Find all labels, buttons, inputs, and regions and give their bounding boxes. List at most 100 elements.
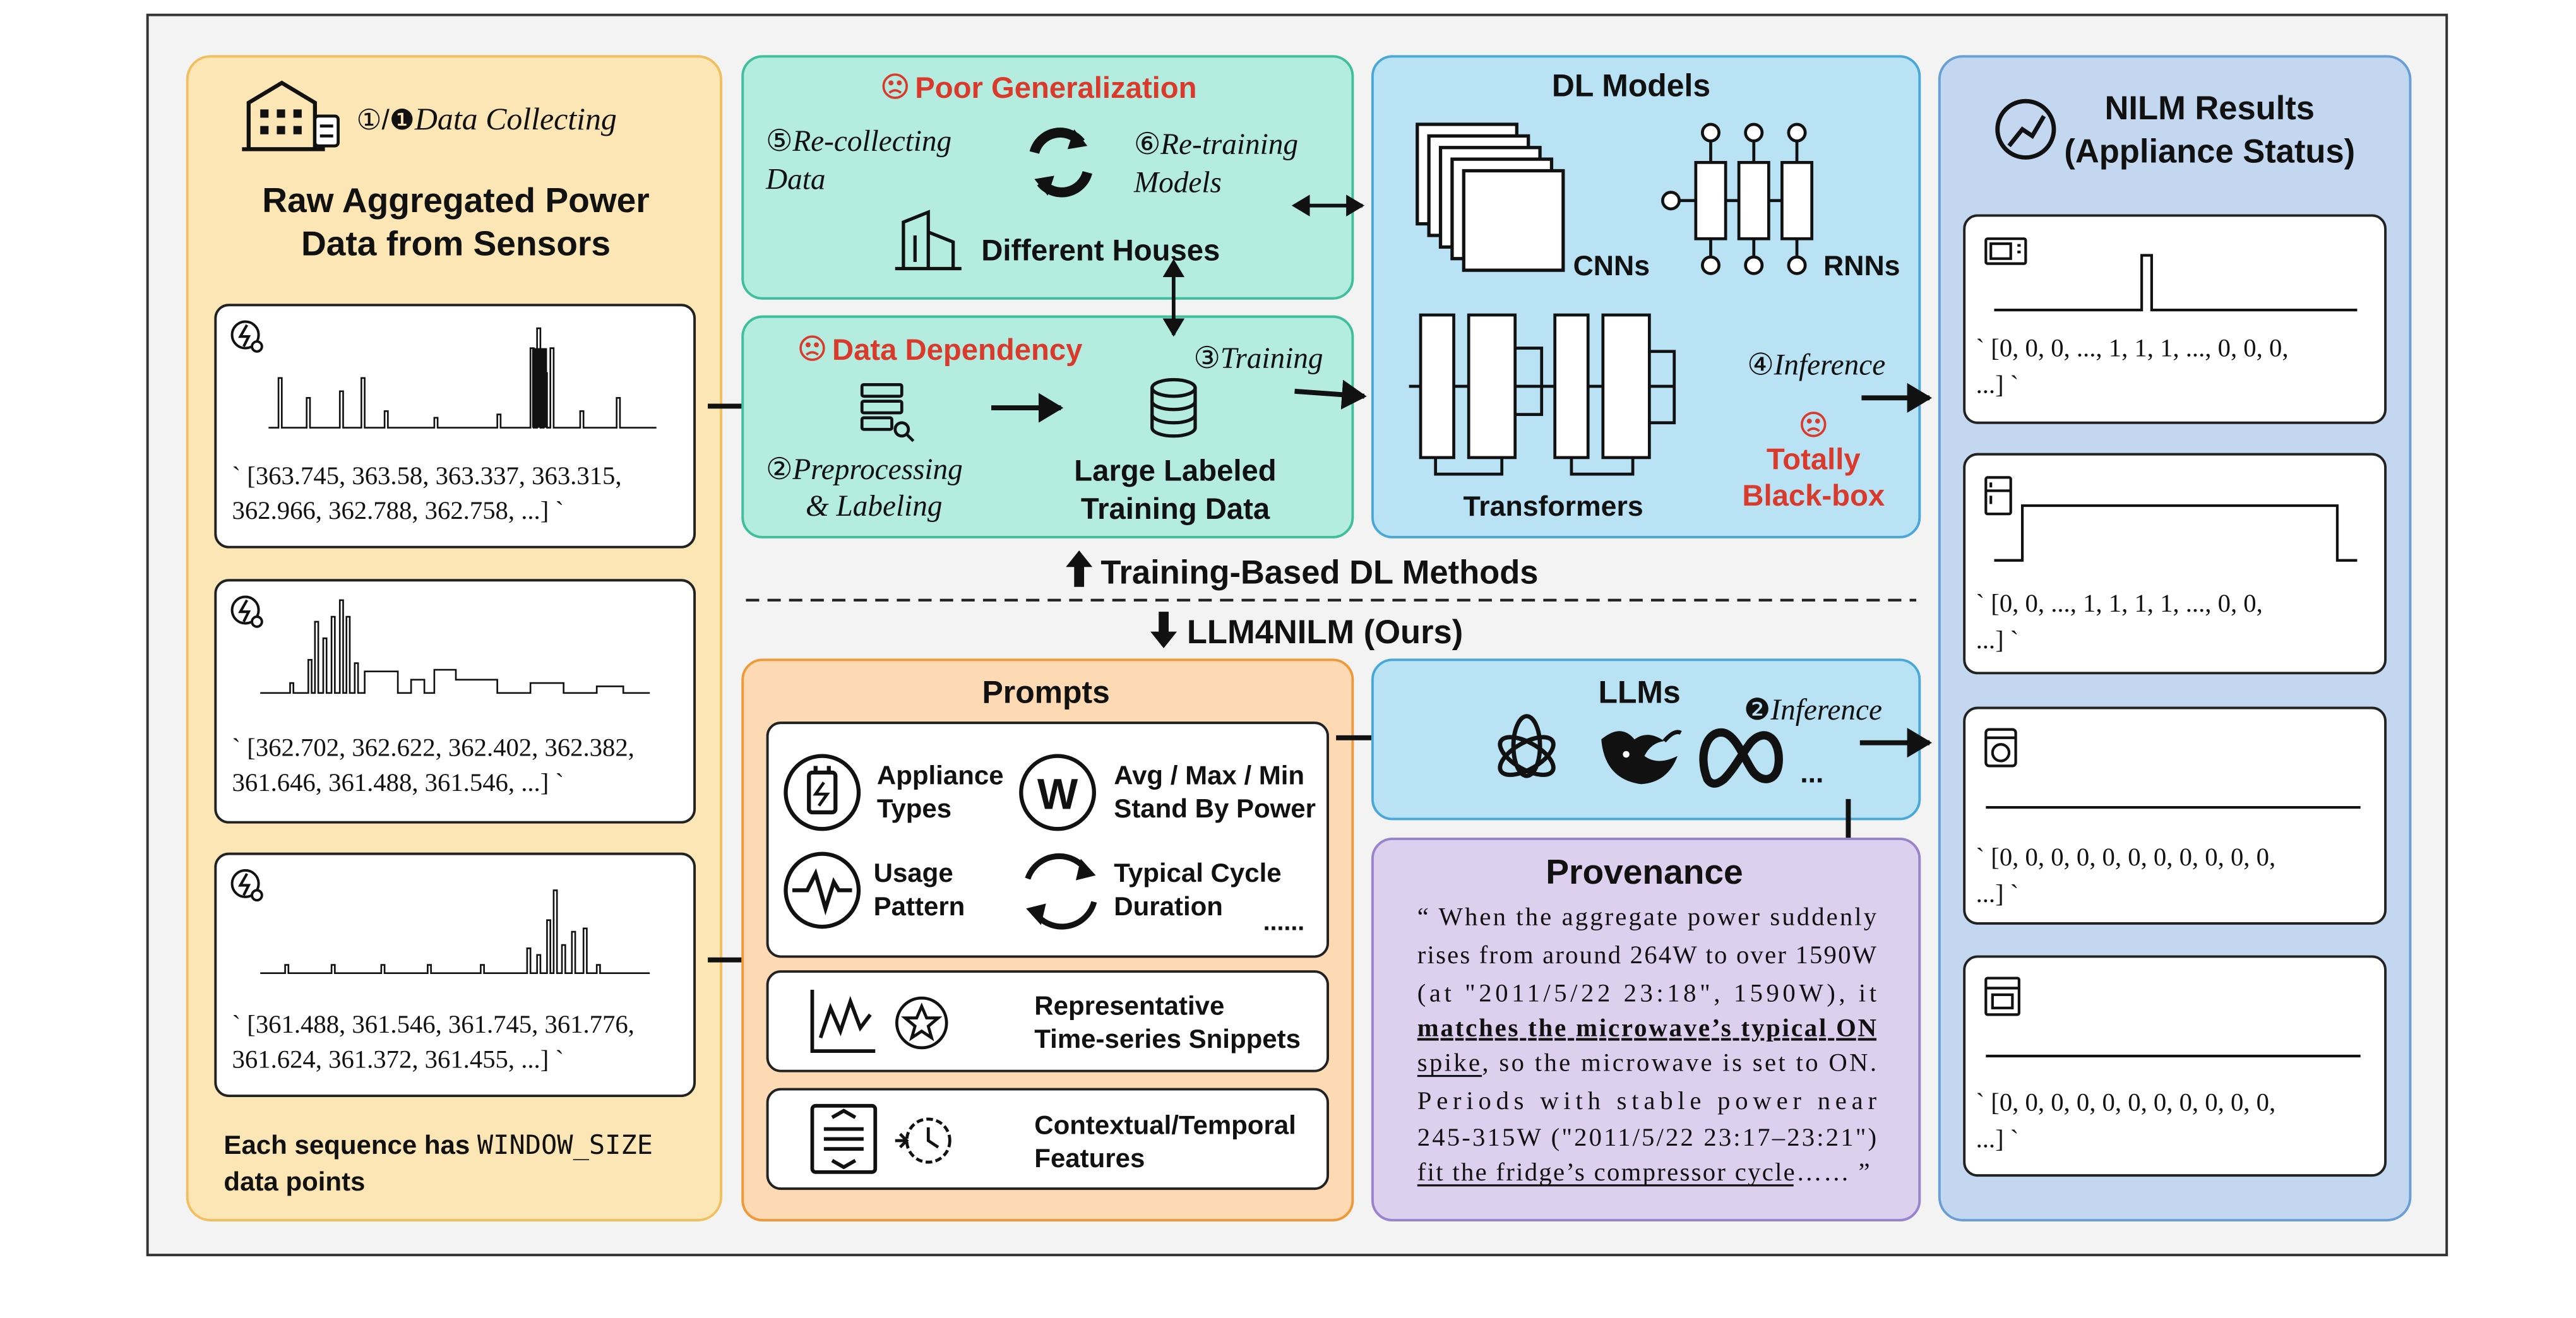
provenance-line: Periods with stable power near [1417,1086,1877,1115]
llms-more: ... [1800,758,1823,789]
sensor-panel: ①/❶Data Collecting Raw Aggregated Power … [186,55,723,1222]
cnns-label: CNNs [1573,251,1650,282]
provenance-title: Provenance [1546,852,1743,891]
sequence-card: ` [363.745, 363.58, 363.337, 363.315, 36… [214,304,696,549]
sad-face-icon [882,73,908,99]
training-based-label: Training-Based DL Methods [1100,554,1538,591]
watt-circle-icon: W [1019,754,1096,831]
large-labeled-data-line1: Large Labeled [1074,454,1276,488]
prompt-usage-pattern-line2: Pattern [874,891,965,921]
sequence-line2: 361.646, 361.488, 361.546, ...] ` [232,768,564,797]
prompt-snippets-line2: Time-series Snippets [1034,1024,1301,1054]
results-title-line1: NILM Results [2105,90,2315,127]
window-size-note: Each sequence has WINDOW_SIZE [224,1129,653,1160]
deepseek-logo-icon [1601,730,1682,785]
problem-poor-generalization: Poor Generalization [915,71,1196,105]
problem-black-box-line2: Black-box [1742,479,1885,513]
battery-plug-icon [784,754,861,831]
gauge-icon [1995,98,2056,160]
prompt-standby-power: Avg / Max / Min [1114,760,1304,790]
prompt-standby-power-line2: Stand By Power [1114,793,1316,823]
appliance-result-card: ` [0, 0, 0, 0, 0, 0, 0, 0, 0, 0, 0, ...]… [1963,706,2387,925]
dependency-panel: Data Dependency ③Training ②Preprocessing… [741,315,1354,538]
step-retraining-models: ⑥Re-training [1134,128,1298,161]
lightning-icon [230,595,263,628]
problem-data-dependency: Data Dependency [832,333,1083,367]
prompt-snippets-line1: Representative [1034,990,1224,1020]
washer-icon [1984,728,2017,768]
provenance-line: fit the fridge’s compressor cycle…… ” [1417,1158,1870,1186]
meta-logo-icon [1699,728,1783,788]
sad-face-icon [1801,412,1827,437]
sensors-title-line2: Data from Sensors [301,223,611,263]
appliance-result-card: ` [0, 0, 0, 0, 0, 0, 0, 0, 0, 0, 0, ...]… [1963,955,2387,1177]
step-preprocessing-line2: & Labeling [806,490,943,523]
data-collecting-step: ①/❶Data Collecting [356,102,616,136]
transformer-blocks [1409,313,1676,476]
refresh-cycle-icon [1029,128,1092,198]
house-icon [895,210,962,271]
prompts-title: Prompts [982,675,1110,710]
provenance-line: (at "2011/5/22 23:18", 1590W), it [1417,978,1877,1007]
status-line1: ` [0, 0, ..., 1, 1, 1, 1, ..., 0, 0, [1976,589,2263,617]
sequence-card: ` [362.702, 362.622, 362.402, 362.382, 3… [214,579,696,824]
prompt-appliance-types: Appliance [877,760,1004,790]
status-waveform [1994,504,2358,562]
prompt-cycle-duration: Typical Cycle [1114,858,1281,888]
status-line2: ...] ` [1976,626,2019,654]
status-line1: ` [0, 0, 0, 0, 0, 0, 0, 0, 0, 0, 0, [1976,1088,2276,1117]
results-panel: NILM Results (Appliance Status) ` [0, 0,… [1938,55,2412,1222]
status-line1: ` [0, 0, 0, 0, 0, 0, 0, 0, 0, 0, 0, [1976,843,2276,871]
building-icon [242,80,325,151]
prompt-knowledge-card [766,721,1329,958]
provenance-panel: Provenance “ When the aggregate power su… [1371,837,1921,1222]
power-waveform [260,599,650,694]
llm4nilm-label: LLM4NILM (Ours) [1187,614,1463,651]
step-training: ③Training [1193,342,1323,375]
prompts-panel: Prompts Appliance Types W Avg / Max / Mi… [741,658,1354,1222]
server-tools-icon [860,383,915,442]
step-retraining-models-line2: Models [1133,167,1222,199]
transformers-label: Transformers [1463,491,1643,522]
clock-icon [895,1117,951,1164]
power-waveform [268,327,657,429]
step-preprocessing: ②Preprocessing [766,453,963,486]
method-divider: Training-Based DL Methods LLM4NILM (Ours… [746,550,1917,651]
lightning-icon [230,320,263,353]
svg-text:W: W [1037,771,1078,819]
status-line2: ...] ` [1976,1124,2019,1153]
generalization-panel: Poor Generalization ⑤Re-collecting Data … [741,55,1354,300]
dl-models-panel: DL Models CNNs RNNs [1371,55,1921,538]
cycle-arrows-icon [1025,853,1097,930]
llms-title: LLMs [1599,675,1681,710]
step-inference-dl: ④Inference [1747,349,1885,382]
status-line2: ...] ` [1976,370,2019,398]
provenance-line: “ When the aggregate power suddenly [1417,903,1877,931]
prompt-features-line1: Contextual/Temporal [1034,1110,1296,1139]
prompt-cycle-duration-line2: Duration [1114,891,1223,921]
appliance-result-card: ` [0, 0, 0, ..., 1, 1, 1, ..., 0, 0, 0, … [1963,214,2387,424]
chart-icon [810,989,876,1054]
status-line2: ...] ` [1976,879,2019,908]
sequence-line1: ` [363.745, 363.58, 363.337, 363.315, [232,461,622,490]
sequence-line1: ` [361.488, 361.546, 361.745, 361.776, [232,1010,635,1038]
sequence-line2: 362.966, 362.788, 362.758, ...] ` [232,496,564,525]
provenance-line: spike, so the microwave is set to ON. [1417,1048,1876,1077]
sad-face-icon [799,335,825,361]
provenance-line: matches the microwave’s typical ON [1417,1014,1876,1042]
large-labeled-data-line2: Training Data [1081,492,1270,526]
openai-logo-icon [1498,714,1556,778]
star-circle-icon [895,996,948,1050]
status-line1: ` [0, 0, 0, ..., 1, 1, 1, ..., 0, 0, 0, [1976,334,2289,362]
sequence-line2: 361.624, 361.372, 361.455, ...] ` [232,1045,564,1073]
arrow-up-icon [1066,550,1093,587]
step-recollecting-data-line2: Data [765,163,825,196]
step-recollecting-data: ⑤Re-collecting [766,125,951,158]
database-icon [1150,377,1197,438]
cnn-stack [1416,122,1565,272]
results-title-line2: (Appliance Status) [2064,133,2355,170]
rnns-label: RNNs [1823,251,1900,282]
provenance-line: rises from around 264W to over 1590W [1417,941,1877,969]
prompt-features-line2: Features [1034,1143,1145,1173]
